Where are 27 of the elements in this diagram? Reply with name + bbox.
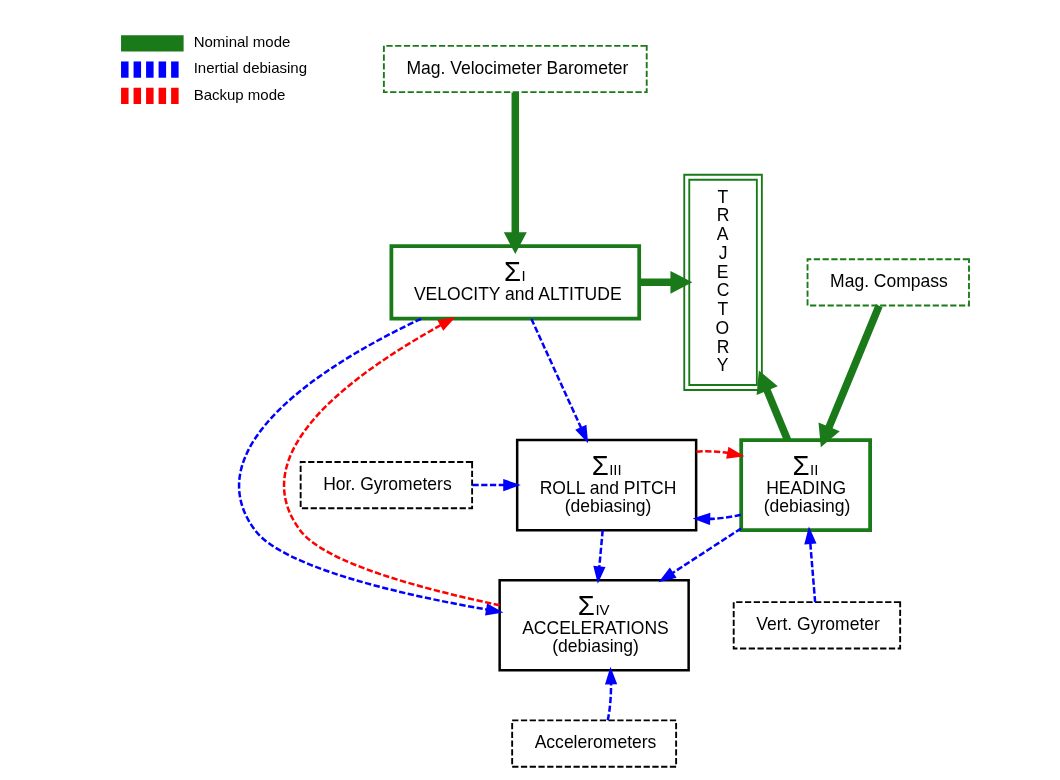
node-box: Hor. Gyrometers [299,461,474,510]
node-box: ΣIII ROLL and PITCH (debiasing) [515,438,698,532]
node-box: ΣIV ACCELERATIONS (debiasing) [498,579,690,672]
arrow [692,512,742,526]
arrow [503,92,527,255]
node-box: Vert. Gyrometer [732,601,902,650]
node-box: Mag. Velocimeter Barometer [382,44,648,94]
node-box: ΣII HEADING (debiasing) [739,438,872,533]
legend-label: Inertial debiasing [193,59,308,77]
legend-label: Backup mode [193,85,286,103]
node-box: Accelerometers [511,719,678,768]
arrow [818,304,883,448]
arrow [238,317,504,616]
arrow [530,318,589,444]
node-box: TRAJECTORY [683,173,763,391]
arrow [593,530,606,584]
arrow [639,270,693,294]
arrow [658,527,742,583]
legend-label: Nominal mode [193,33,291,51]
arrow [696,446,745,459]
arrow [804,526,817,603]
node-box: Mag. Compass [806,258,970,307]
arrow [604,666,618,721]
arrow [472,478,521,492]
arrow [756,370,792,442]
node-box: ΣI VELOCITY and ALTITUDE [389,244,642,321]
arrow [283,316,500,607]
